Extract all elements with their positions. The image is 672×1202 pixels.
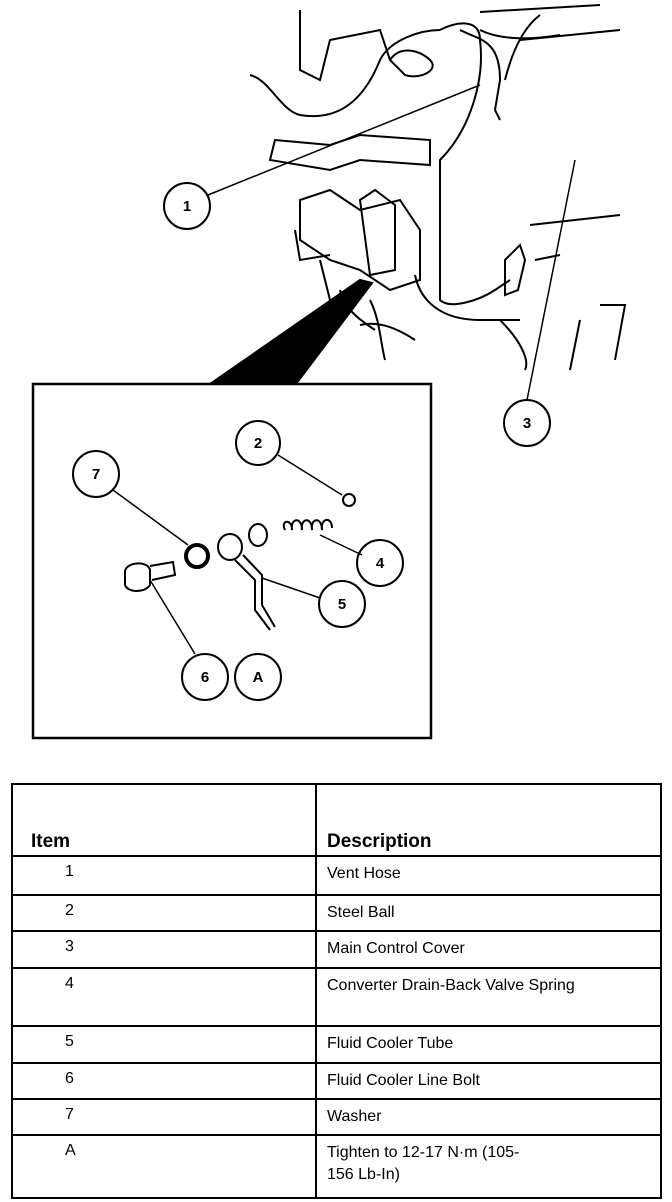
callout-3: 3 bbox=[523, 415, 531, 432]
description-cell: Main Control Cover bbox=[315, 930, 662, 969]
callout-7: 7 bbox=[92, 466, 100, 483]
bolt-part bbox=[124, 560, 177, 592]
item-cell: 5 bbox=[11, 1025, 317, 1064]
callout-4: 4 bbox=[376, 555, 385, 572]
description-cell: Fluid Cooler Line Bolt bbox=[315, 1062, 662, 1100]
leader-lines bbox=[112, 84, 576, 655]
item-cell: 3 bbox=[11, 930, 317, 969]
callout-6: 6 bbox=[201, 669, 209, 686]
description-cell: Fluid Cooler Tube bbox=[315, 1025, 662, 1064]
tube-fitting-part bbox=[217, 533, 243, 561]
description-cell: Vent Hose bbox=[315, 855, 662, 896]
washer-part bbox=[184, 543, 210, 569]
callout-1: 1 bbox=[183, 198, 191, 215]
detail-parts bbox=[124, 493, 356, 631]
fluid-cooler-tube-part bbox=[234, 554, 276, 631]
description-cell: Converter Drain-Back Valve Spring bbox=[315, 967, 662, 1027]
callout-2: 2 bbox=[254, 435, 262, 452]
item-cell: 7 bbox=[11, 1098, 317, 1136]
table-header-row: Item Description bbox=[11, 783, 662, 857]
steel-ball-part bbox=[342, 493, 356, 507]
item-cell: 1 bbox=[11, 855, 317, 896]
description-cell: Steel Ball bbox=[315, 894, 662, 932]
description-cell: Tighten to 12-17 N·m (105-156 Lb-In) bbox=[315, 1134, 662, 1199]
detail-inset-box bbox=[31, 382, 433, 740]
exploded-view-diagram: 1 2 3 4 5 6 7 A bbox=[31, 4, 627, 740]
item-cell: A bbox=[11, 1134, 317, 1199]
item-cell: 6 bbox=[11, 1062, 317, 1100]
seat-part bbox=[248, 523, 268, 547]
callouts: 1 2 3 4 5 6 7 A bbox=[72, 182, 551, 701]
engine-illustration bbox=[249, 4, 627, 371]
description-cell: Washer bbox=[315, 1098, 662, 1136]
spring-part bbox=[282, 519, 333, 531]
item-cell: 4 bbox=[11, 967, 317, 1027]
callout-5: 5 bbox=[338, 596, 346, 613]
item-cell: 2 bbox=[11, 894, 317, 932]
header-description: Description bbox=[315, 783, 662, 857]
detail-pointer-wedge bbox=[206, 278, 374, 385]
header-item: Item bbox=[11, 783, 317, 857]
callout-A: A bbox=[253, 669, 264, 686]
